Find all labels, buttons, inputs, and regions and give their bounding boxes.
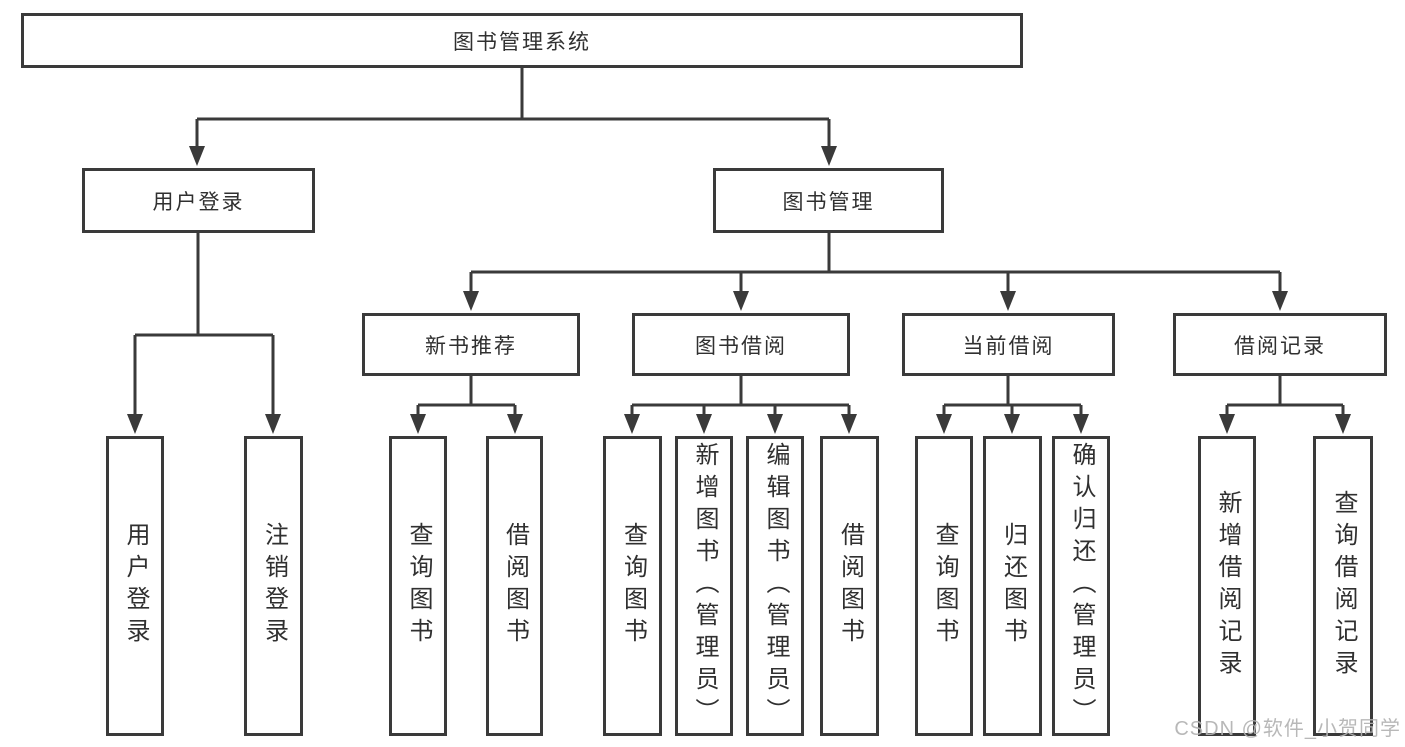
node-current-borrow: 当前借阅: [902, 313, 1115, 376]
leaf-query-borrow-record: 查询借阅记录: [1313, 436, 1373, 736]
node-new-book-recommend: 新书推荐: [362, 313, 580, 376]
leaf-logout: 注销登录: [244, 436, 303, 736]
leaf-borrow-books-borrow: 借阅图书: [820, 436, 879, 736]
leaf-query-books-borrow: 查询图书: [603, 436, 662, 736]
leaf-add-book-admin: 新增图书（管理员）: [675, 436, 733, 736]
leaf-query-books-recommend: 查询图书: [389, 436, 447, 736]
leaf-query-books-current: 查询图书: [915, 436, 973, 736]
node-library-management-system: 图书管理系统: [21, 13, 1023, 68]
leaf-user-login: 用户登录: [106, 436, 164, 736]
node-book-management: 图书管理: [713, 168, 944, 233]
node-user-login: 用户登录: [82, 168, 315, 233]
leaf-edit-book-admin: 编辑图书（管理员）: [746, 436, 804, 736]
leaf-borrow-books-recommend: 借阅图书: [486, 436, 543, 736]
leaf-return-book: 归还图书: [983, 436, 1042, 736]
leaf-add-borrow-record: 新增借阅记录: [1198, 436, 1256, 736]
leaf-confirm-return-admin: 确认归还（管理员）: [1052, 436, 1110, 736]
node-book-borrow: 图书借阅: [632, 313, 850, 376]
csdn-watermark: CSDN @软件_小贺同学: [1174, 718, 1401, 740]
node-borrow-records: 借阅记录: [1173, 313, 1387, 376]
